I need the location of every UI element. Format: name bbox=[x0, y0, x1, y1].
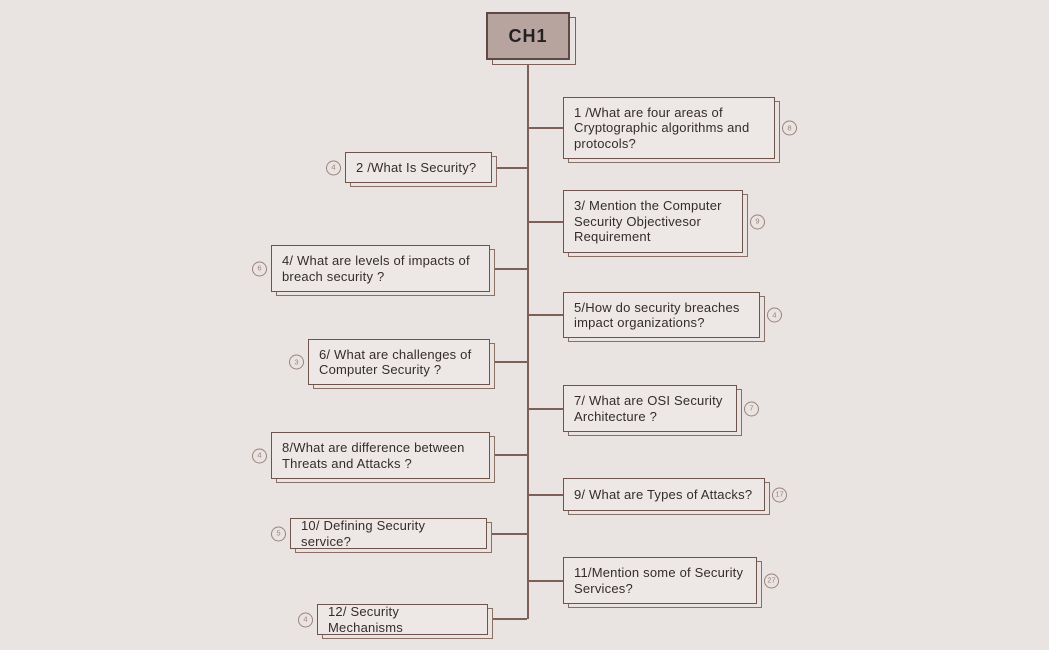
node-label: 8/What are difference between Threats an… bbox=[271, 432, 490, 479]
node-label: 10/ Defining Security service? bbox=[290, 518, 487, 549]
branch-line bbox=[527, 580, 563, 582]
node-question-1[interactable]: 1 /What are four areas of Cryptographic … bbox=[563, 97, 797, 163]
branch-line bbox=[488, 618, 527, 620]
child-count-badge[interactable]: 4 bbox=[326, 160, 341, 175]
branch-line bbox=[487, 533, 527, 535]
child-count-badge[interactable]: 3 bbox=[289, 354, 304, 370]
root-node-ch1[interactable]: CH1 bbox=[486, 12, 576, 65]
node-label: 7/ What are OSI Security Architecture ? bbox=[563, 385, 737, 432]
node-question-7[interactable]: 7/ What are OSI Security Architecture ? … bbox=[563, 385, 759, 436]
node-label: 6/ What are challenges of Computer Secur… bbox=[308, 339, 490, 385]
node-question-4[interactable]: 4/ What are levels of impacts of breach … bbox=[252, 245, 495, 296]
branch-line bbox=[492, 167, 527, 169]
branch-line bbox=[490, 454, 527, 456]
branch-line bbox=[490, 361, 527, 363]
root-node-label: CH1 bbox=[486, 12, 570, 60]
node-label: 5/How do security breaches impact organi… bbox=[563, 292, 760, 338]
child-count-badge[interactable]: 4 bbox=[252, 448, 267, 463]
node-question-9[interactable]: 9/ What are Types of Attacks? 17 bbox=[563, 478, 787, 515]
branch-line bbox=[527, 221, 563, 223]
node-question-8[interactable]: 8/What are difference between Threats an… bbox=[252, 432, 495, 483]
node-label: 12/ Security Mechanisms bbox=[317, 604, 488, 635]
node-question-10[interactable]: 10/ Defining Security service? 5 bbox=[271, 518, 492, 553]
node-question-11[interactable]: 11/Mention some of Security Services? 27 bbox=[563, 557, 779, 608]
child-count-badge[interactable]: 6 bbox=[252, 261, 267, 276]
child-count-badge[interactable]: 7 bbox=[744, 401, 759, 416]
node-question-5[interactable]: 5/How do security breaches impact organi… bbox=[563, 292, 782, 342]
node-label: 2 /What Is Security? bbox=[345, 152, 492, 183]
node-question-6[interactable]: 6/ What are challenges of Computer Secur… bbox=[289, 339, 495, 389]
child-count-badge[interactable]: 17 bbox=[772, 487, 787, 502]
child-count-badge[interactable]: 8 bbox=[782, 120, 797, 136]
node-label: 4/ What are levels of impacts of breach … bbox=[271, 245, 490, 292]
child-count-badge[interactable]: 4 bbox=[298, 612, 313, 627]
node-question-3[interactable]: 3/ Mention the Computer Security Objecti… bbox=[563, 190, 765, 257]
node-label: 1 /What are four areas of Cryptographic … bbox=[563, 97, 775, 159]
branch-line bbox=[527, 314, 563, 316]
child-count-badge[interactable]: 9 bbox=[750, 214, 765, 229]
node-label: 11/Mention some of Security Services? bbox=[563, 557, 757, 604]
child-count-badge[interactable]: 5 bbox=[271, 526, 286, 541]
node-label: 3/ Mention the Computer Security Objecti… bbox=[563, 190, 743, 253]
node-question-12[interactable]: 12/ Security Mechanisms 4 bbox=[298, 604, 493, 639]
trunk-line bbox=[527, 60, 529, 619]
child-count-badge[interactable]: 27 bbox=[764, 573, 779, 588]
branch-line bbox=[527, 494, 563, 496]
node-question-2[interactable]: 2 /What Is Security? 4 bbox=[326, 152, 497, 187]
branch-line bbox=[527, 127, 563, 129]
branch-line bbox=[527, 408, 563, 410]
child-count-badge[interactable]: 4 bbox=[767, 307, 782, 323]
branch-line bbox=[490, 268, 527, 270]
node-label: 9/ What are Types of Attacks? bbox=[563, 478, 765, 511]
